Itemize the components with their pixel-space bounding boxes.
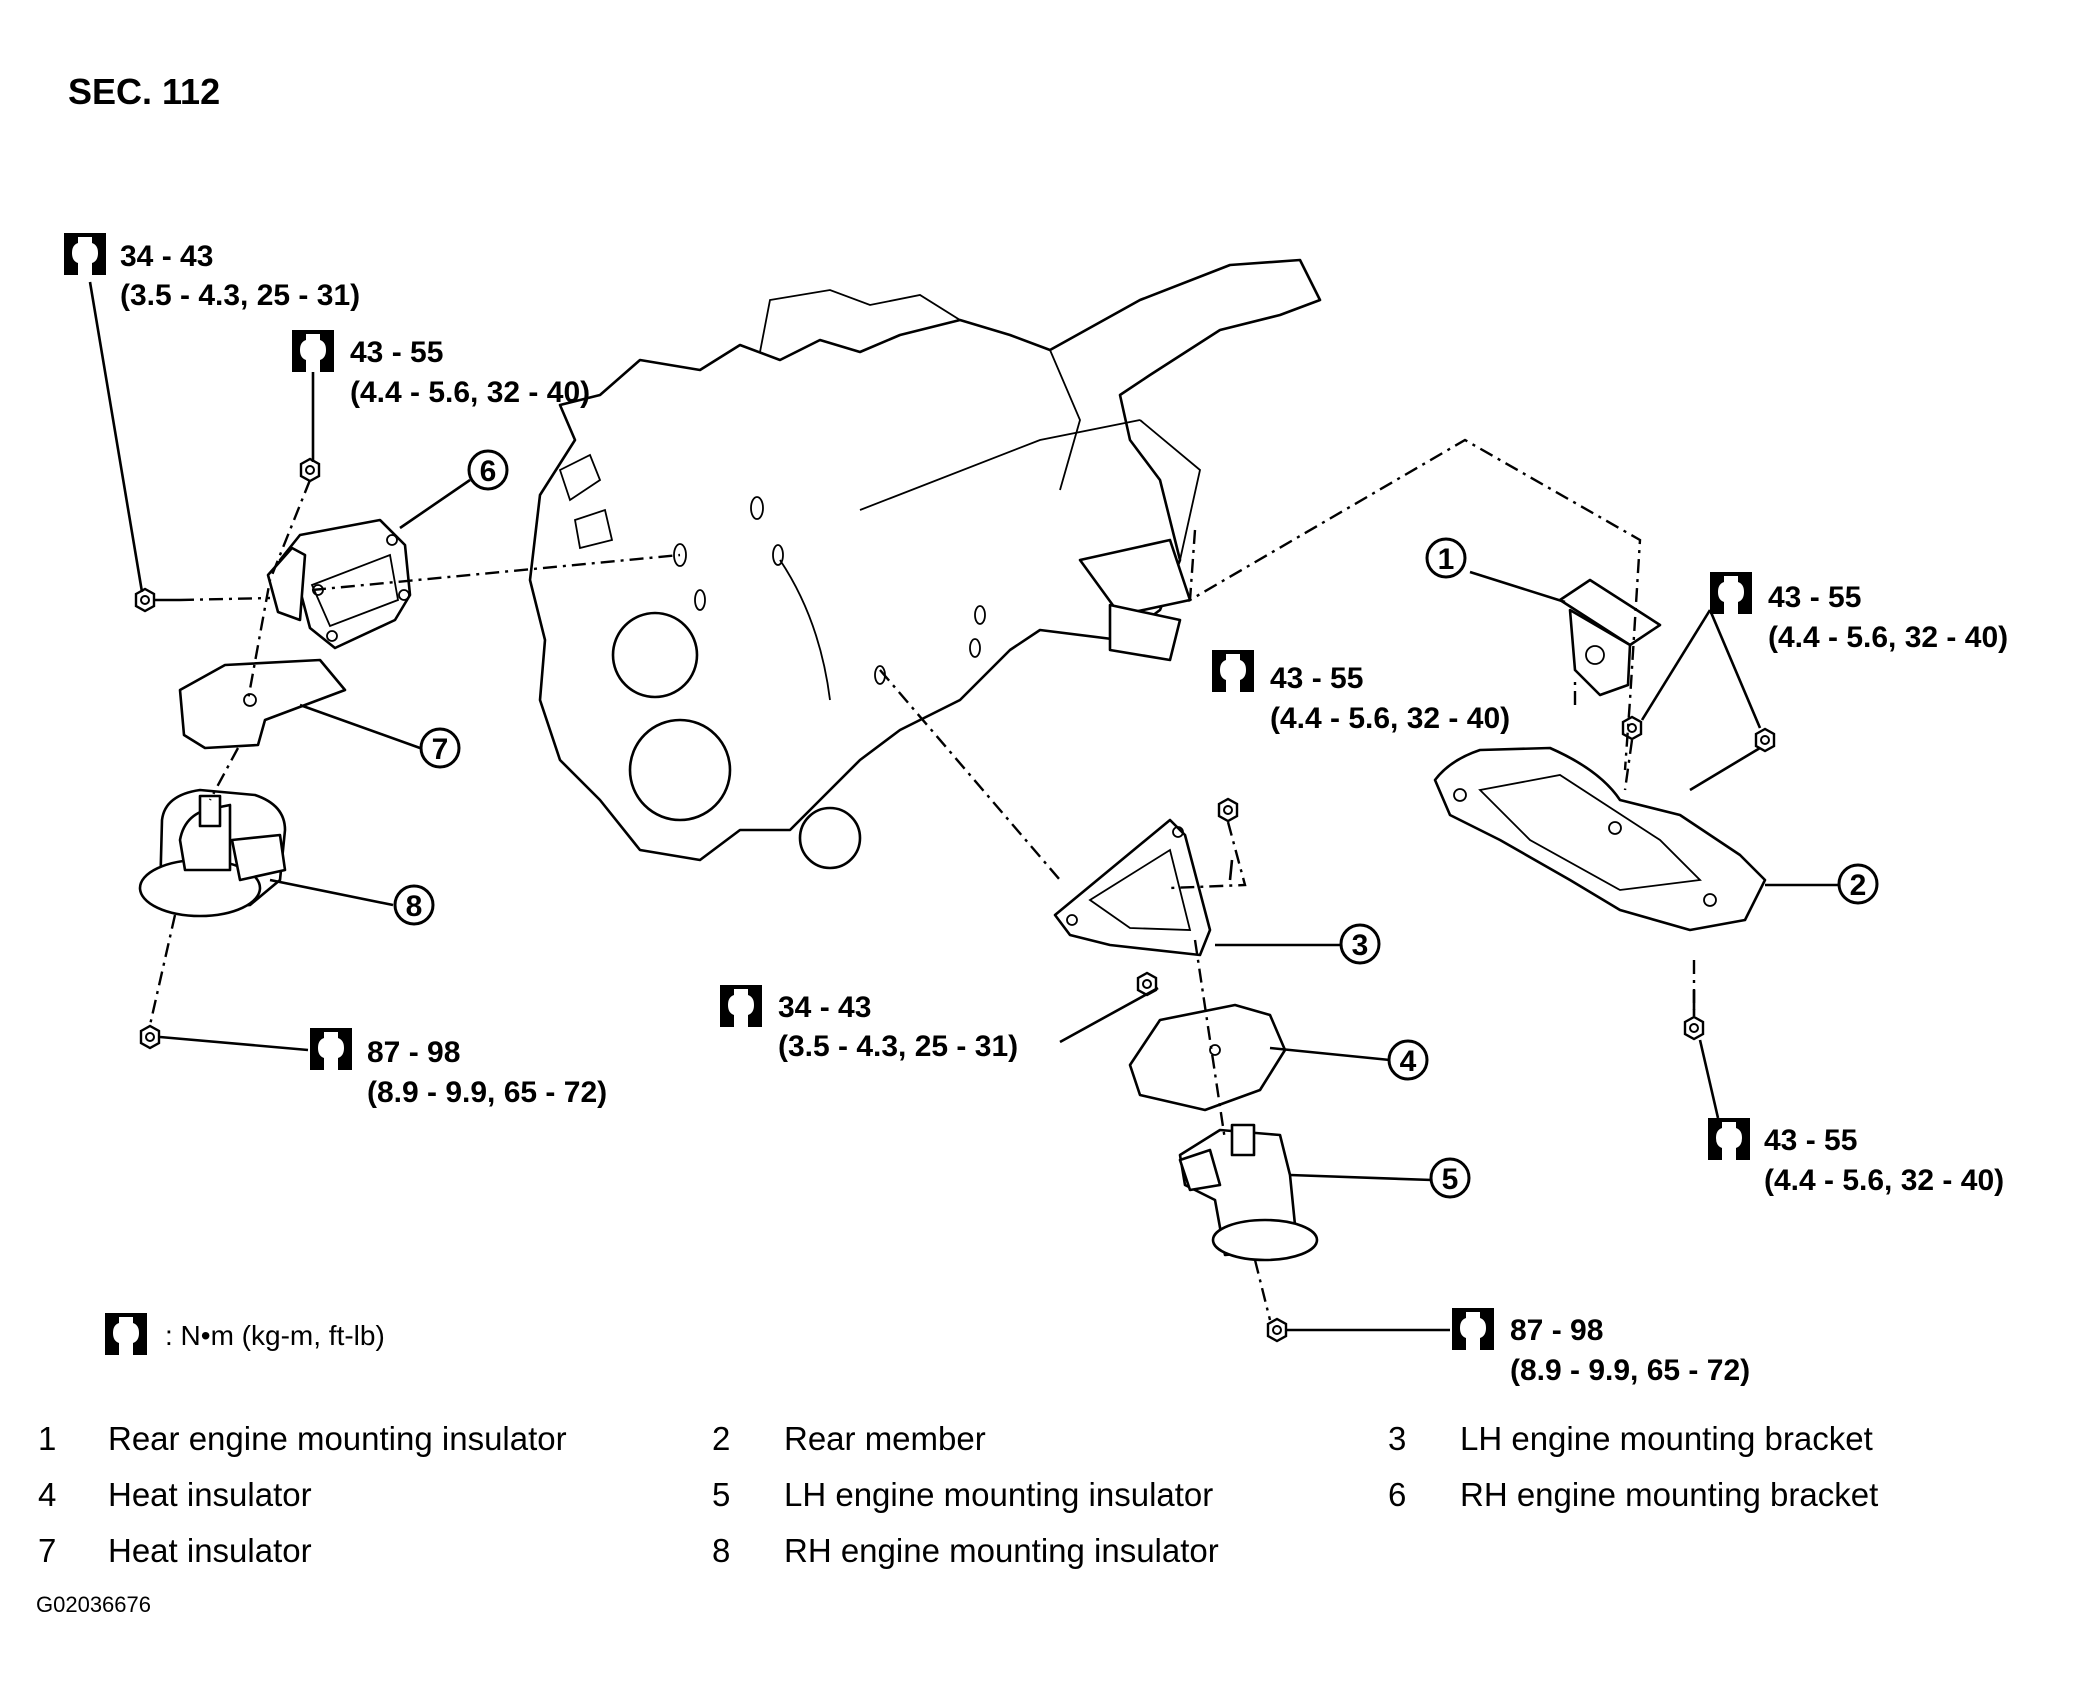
svg-text:87 - 98: 87 - 98 [367, 1036, 460, 1069]
leader-lines [88, 281, 1840, 1332]
rear-engine-mounting-insulator [1558, 578, 1662, 697]
part-number: 6 [1388, 1476, 1406, 1513]
part-name: LH engine mounting insulator [784, 1476, 1213, 1513]
torque-wrench-icon [1710, 572, 1752, 614]
torque-spec-1: 34 - 43 (3.5 - 4.3, 25 - 31) [64, 233, 360, 312]
part-number: 4 [38, 1476, 56, 1513]
part-number: 3 [1388, 1420, 1406, 1457]
part-name: Heat insulator [108, 1532, 312, 1569]
torque-wrench-icon [292, 330, 334, 372]
part-number: 7 [38, 1532, 56, 1569]
rear-member [1433, 746, 1767, 932]
torque-spec-4: 43 - 55 (4.4 - 5.6, 32 - 40) [1212, 650, 1510, 735]
callout-2: 2 [1837, 863, 1879, 905]
callout-5: 5 [1429, 1157, 1471, 1199]
part-name: Heat insulator [108, 1476, 312, 1513]
torque-wrench-icon [105, 1313, 147, 1355]
svg-text:5: 5 [1442, 1163, 1459, 1196]
part-name: Rear member [784, 1420, 986, 1457]
svg-text:1: 1 [1438, 543, 1455, 576]
svg-text:7: 7 [432, 733, 449, 766]
callout-1: 1 [1425, 537, 1467, 579]
part-name: LH engine mounting bracket [1460, 1420, 1873, 1457]
part-number: 8 [712, 1532, 730, 1569]
bolt [1683, 1015, 1705, 1041]
callout-7: 7 [419, 727, 461, 769]
torque-unit-legend: : N•m (kg-m, ft-lb) [105, 1313, 385, 1355]
torque-wrench-icon [1708, 1118, 1750, 1160]
svg-text:2: 2 [1850, 869, 1867, 902]
torque-wrench-icon [310, 1028, 352, 1070]
svg-text:: N•m (kg-m, ft-lb): : N•m (kg-m, ft-lb) [165, 1320, 385, 1351]
svg-text:43 - 55: 43 - 55 [1768, 581, 1861, 614]
engine-transmission-illustration [528, 258, 1322, 870]
figure-code: G02036676 [36, 1592, 151, 1617]
rh-heat-insulator [178, 658, 347, 750]
assembly-lines [148, 438, 1696, 1321]
torque-wrench-icon [720, 985, 762, 1027]
svg-text:(4.4 - 5.6, 32 - 40): (4.4 - 5.6, 32 - 40) [1764, 1164, 2004, 1197]
torque-spec-3: 87 - 98 (8.9 - 9.9, 65 - 72) [310, 1028, 607, 1109]
svg-text:(8.9 - 9.9, 65 - 72): (8.9 - 9.9, 65 - 72) [1510, 1354, 1750, 1387]
torque-spec-6: 43 - 55 (4.4 - 5.6, 32 - 40) [1710, 572, 2008, 654]
svg-text:43 - 55: 43 - 55 [350, 336, 443, 369]
svg-text:34 - 43: 34 - 43 [778, 991, 871, 1024]
svg-text:(4.4 - 5.6, 32 - 40): (4.4 - 5.6, 32 - 40) [1768, 621, 2008, 654]
bolt [134, 587, 156, 613]
svg-text:(3.5 - 4.3, 25 - 31): (3.5 - 4.3, 25 - 31) [120, 279, 360, 312]
svg-text:(4.4 - 5.6, 32 - 40): (4.4 - 5.6, 32 - 40) [1270, 702, 1510, 735]
part-number: 1 [38, 1420, 56, 1457]
nut [1266, 1317, 1288, 1343]
svg-text:(4.4 - 5.6, 32 - 40): (4.4 - 5.6, 32 - 40) [350, 376, 590, 409]
lh-heat-insulator [1128, 1003, 1287, 1112]
torque-spec-5: 34 - 43 (3.5 - 4.3, 25 - 31) [720, 985, 1018, 1063]
svg-text:4: 4 [1400, 1045, 1417, 1078]
part-number: 2 [712, 1420, 730, 1457]
svg-text:3: 3 [1352, 929, 1369, 962]
svg-text:34 - 43: 34 - 43 [120, 240, 213, 273]
callout-8: 8 [393, 884, 435, 926]
svg-text:87 - 98: 87 - 98 [1510, 1314, 1603, 1347]
torque-wrench-icon [64, 233, 106, 275]
rh-engine-mounting-insulator [138, 788, 287, 918]
part-number: 5 [712, 1476, 730, 1513]
nut [299, 457, 321, 483]
callout-3: 3 [1339, 923, 1381, 965]
torque-spec-7: 43 - 55 (4.4 - 5.6, 32 - 40) [1708, 1118, 2004, 1197]
nut [1217, 797, 1239, 823]
lh-engine-mounting-bracket [1053, 818, 1212, 957]
part-name: RH engine mounting insulator [784, 1532, 1219, 1569]
nut [139, 1024, 161, 1050]
section-label: SEC. 112 [68, 71, 220, 112]
svg-text:6: 6 [480, 455, 497, 488]
bolt [1621, 715, 1643, 741]
part-name: Rear engine mounting insulator [108, 1420, 567, 1457]
svg-text:43 - 55: 43 - 55 [1270, 662, 1363, 695]
torque-wrench-icon [1212, 650, 1254, 692]
svg-text:(3.5 - 4.3, 25 - 31): (3.5 - 4.3, 25 - 31) [778, 1030, 1018, 1063]
torque-spec-2: 43 - 55 (4.4 - 5.6, 32 - 40) [292, 330, 590, 409]
rh-engine-mounting-bracket [266, 518, 412, 650]
svg-text:(8.9 - 9.9, 65 - 72): (8.9 - 9.9, 65 - 72) [367, 1076, 607, 1109]
torque-wrench-icon [1452, 1308, 1494, 1350]
parts-list: 1 Rear engine mounting insulator 2 Rear … [38, 1420, 1878, 1569]
callout-6: 6 [467, 449, 509, 491]
svg-text:8: 8 [406, 890, 423, 923]
callout-4: 4 [1387, 1039, 1429, 1081]
svg-text:43 - 55: 43 - 55 [1764, 1124, 1857, 1157]
part-name: RH engine mounting bracket [1460, 1476, 1878, 1513]
torque-spec-8: 87 - 98 (8.9 - 9.9, 65 - 72) [1452, 1308, 1750, 1387]
lh-engine-mounting-insulator [1178, 1123, 1319, 1262]
